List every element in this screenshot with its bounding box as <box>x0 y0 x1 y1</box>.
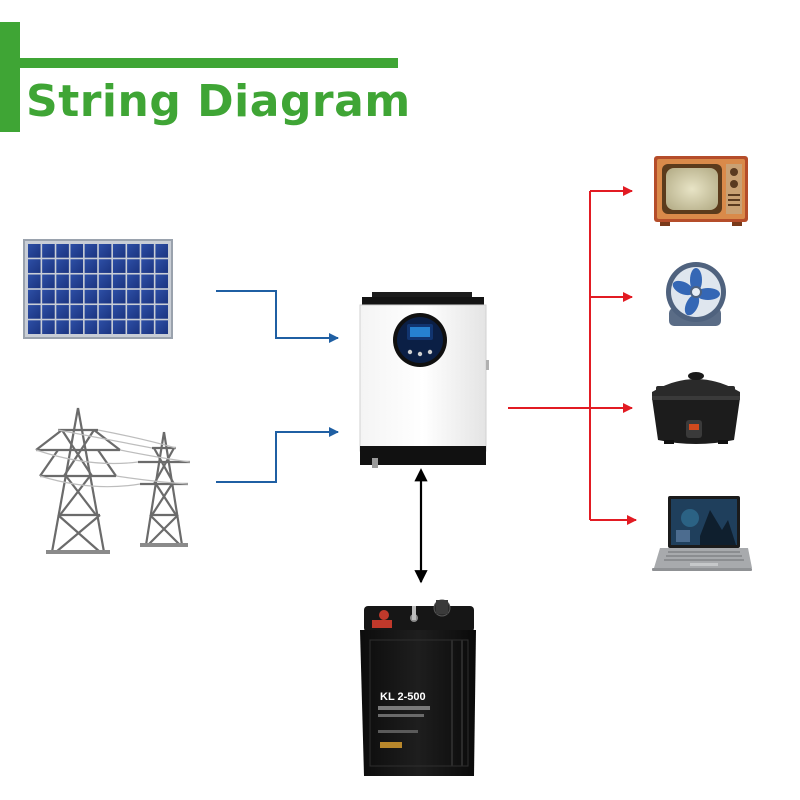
solar-cell <box>56 274 69 289</box>
solar-cell <box>56 305 69 319</box>
solar-cell <box>141 305 154 319</box>
solar-cell <box>42 259 55 273</box>
solar-cell <box>70 289 84 304</box>
solar-cell <box>141 274 154 289</box>
solar-cell <box>42 274 55 289</box>
solar-cell <box>42 320 55 334</box>
solar-cell <box>155 259 168 273</box>
solar-panel-icon <box>23 239 173 339</box>
solar-cell <box>28 320 41 334</box>
solar-cell <box>98 274 112 289</box>
solar-cell <box>98 289 112 304</box>
solar-cell <box>56 244 69 258</box>
solar-cell <box>28 289 41 304</box>
fan-icon <box>666 262 726 326</box>
solar-cell <box>127 274 140 289</box>
solar-cell <box>141 244 154 258</box>
solar-cell <box>42 244 55 258</box>
solar-cell <box>84 320 98 334</box>
solar-cell <box>98 259 112 273</box>
solar-cell <box>84 289 98 304</box>
solar-cell <box>70 305 84 319</box>
tower-large <box>35 407 121 554</box>
solar-cell <box>56 320 69 334</box>
solar-cell <box>70 320 84 334</box>
laptop-icon <box>652 496 752 571</box>
solar-cell <box>141 259 154 273</box>
grid-to-inverter-arrow <box>216 427 339 483</box>
power-lines <box>35 429 191 488</box>
solar-cell <box>28 259 41 273</box>
solar-cell <box>42 305 55 319</box>
output-connectors <box>508 186 637 525</box>
solar-cell <box>112 244 126 258</box>
title-accent-vertical-bar <box>0 22 20 132</box>
solar-cell <box>127 289 140 304</box>
tower-small <box>138 431 190 547</box>
input-connectors <box>216 290 339 483</box>
solar-cell <box>155 244 168 258</box>
solar-cell <box>112 305 126 319</box>
solar-cell <box>84 244 98 258</box>
solar-cell <box>28 305 41 319</box>
solar-to-inverter-arrow <box>216 290 339 343</box>
solar-cell <box>56 289 69 304</box>
battery-model-label: KL 2-500 <box>380 691 426 703</box>
solar-cell <box>84 274 98 289</box>
solar-cell <box>98 244 112 258</box>
solar-cell <box>127 244 140 258</box>
solar-cell <box>28 274 41 289</box>
solar-cell <box>84 305 98 319</box>
solar-cell <box>84 259 98 273</box>
inverter-icon <box>359 292 489 468</box>
solar-cell <box>70 274 84 289</box>
solar-cell <box>98 305 112 319</box>
solar-cell <box>112 259 126 273</box>
title-accent-horizontal-bar <box>20 58 398 68</box>
solar-cell <box>141 289 154 304</box>
solar-cell <box>112 320 126 334</box>
battery-icon: KL 2-500 <box>360 599 476 776</box>
solar-cell <box>127 320 140 334</box>
rice-cooker-icon <box>652 372 740 444</box>
solar-cell <box>155 320 168 334</box>
solar-cell <box>127 305 140 319</box>
solar-cell <box>28 244 41 258</box>
solar-cell <box>141 320 154 334</box>
solar-cell <box>70 259 84 273</box>
transmission-tower-icon <box>35 407 191 554</box>
solar-cell <box>112 289 126 304</box>
solar-cell <box>70 244 84 258</box>
solar-cell <box>98 320 112 334</box>
solar-cell <box>127 259 140 273</box>
solar-cell <box>155 289 168 304</box>
solar-cell <box>42 289 55 304</box>
solar-cell <box>155 274 168 289</box>
tv-icon <box>654 156 748 226</box>
page-title: String Diagram <box>26 76 411 127</box>
solar-cell <box>56 259 69 273</box>
solar-cell <box>155 305 168 319</box>
solar-cell <box>112 274 126 289</box>
